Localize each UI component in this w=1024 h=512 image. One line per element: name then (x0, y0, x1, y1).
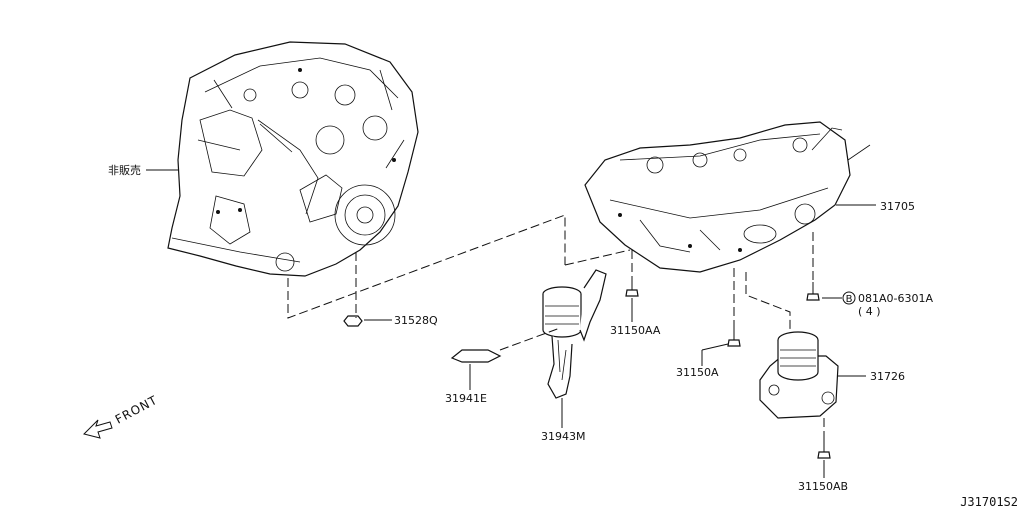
b-marker-label: B (846, 294, 853, 305)
nut-31528Q (343, 315, 363, 327)
assembly-line-7 (745, 272, 791, 332)
oil-pump (759, 331, 839, 419)
callout-081A0: B 081A0-6301A ( 4 ) (842, 291, 933, 318)
gasket (450, 349, 502, 363)
bolt-081A0 (806, 282, 820, 301)
callout-31150A: 31150A (676, 366, 719, 379)
bolt-31150A (727, 328, 741, 347)
leader-31150A-h (701, 343, 729, 351)
b-circle-marker (842, 291, 856, 305)
bolt-31150AB (817, 440, 831, 459)
assembly-line-3 (499, 327, 561, 351)
callout-081A0-6301A: 081A0-6301A (858, 292, 933, 305)
assembly-line-1 (287, 214, 566, 319)
callout-31941E: 31941E (445, 392, 487, 405)
front-arrow-icon (83, 419, 113, 439)
bolt-31150AA (625, 276, 639, 297)
callout-31150AB: 31150AB (798, 480, 848, 493)
callout-31943M: 31943M (541, 430, 585, 443)
assembly-line-4 (564, 249, 631, 266)
callout-31726: 31726 (870, 370, 905, 383)
callout-31528Q: 31528Q (394, 314, 438, 327)
diagram-reference: J31701S2 (960, 495, 1018, 509)
control-valve-assembly (584, 121, 871, 273)
front-label: FRONT (113, 393, 160, 427)
solenoid-harness (542, 269, 607, 399)
callout-transmission-not-sold: 非販売 (108, 164, 141, 177)
callout-31705: 31705 (880, 200, 915, 213)
front-indicator: FRONT (83, 393, 160, 439)
callout-081A0-qty: ( 4 ) (858, 305, 881, 318)
callout-31150AA: 31150AA (610, 324, 661, 337)
transmission-assembly (167, 41, 419, 277)
